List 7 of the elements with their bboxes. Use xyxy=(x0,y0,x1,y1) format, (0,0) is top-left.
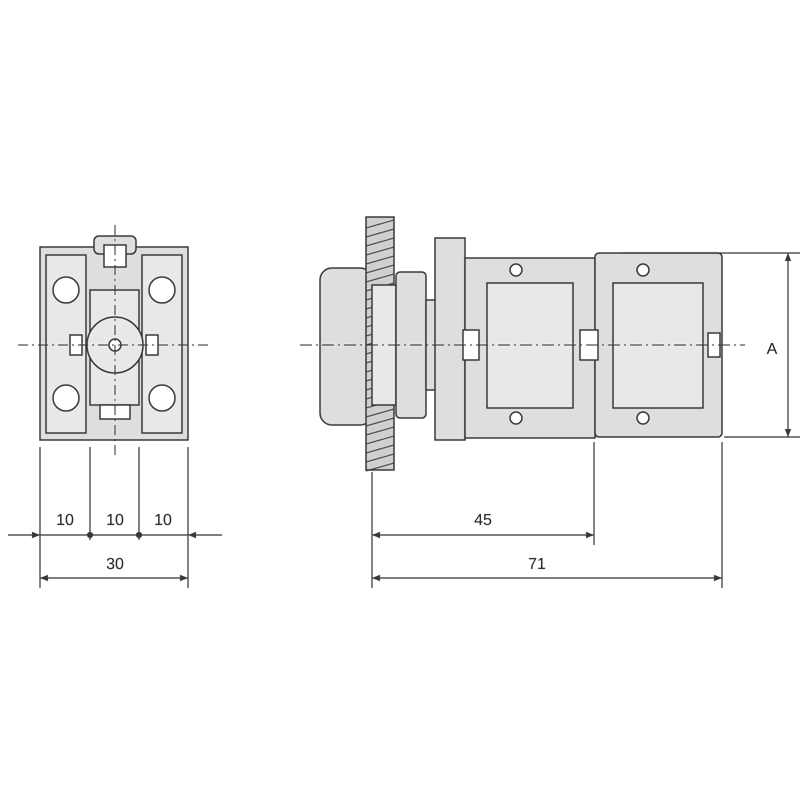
dimension-label: A xyxy=(766,342,778,358)
dimension-label: 30 xyxy=(106,557,124,573)
dimension-label: 71 xyxy=(528,557,546,573)
dimension-label: 10 xyxy=(154,513,172,529)
dimension-label: 45 xyxy=(474,513,492,529)
dimension-label: 10 xyxy=(56,513,74,529)
dimension-label: 10 xyxy=(106,513,124,529)
